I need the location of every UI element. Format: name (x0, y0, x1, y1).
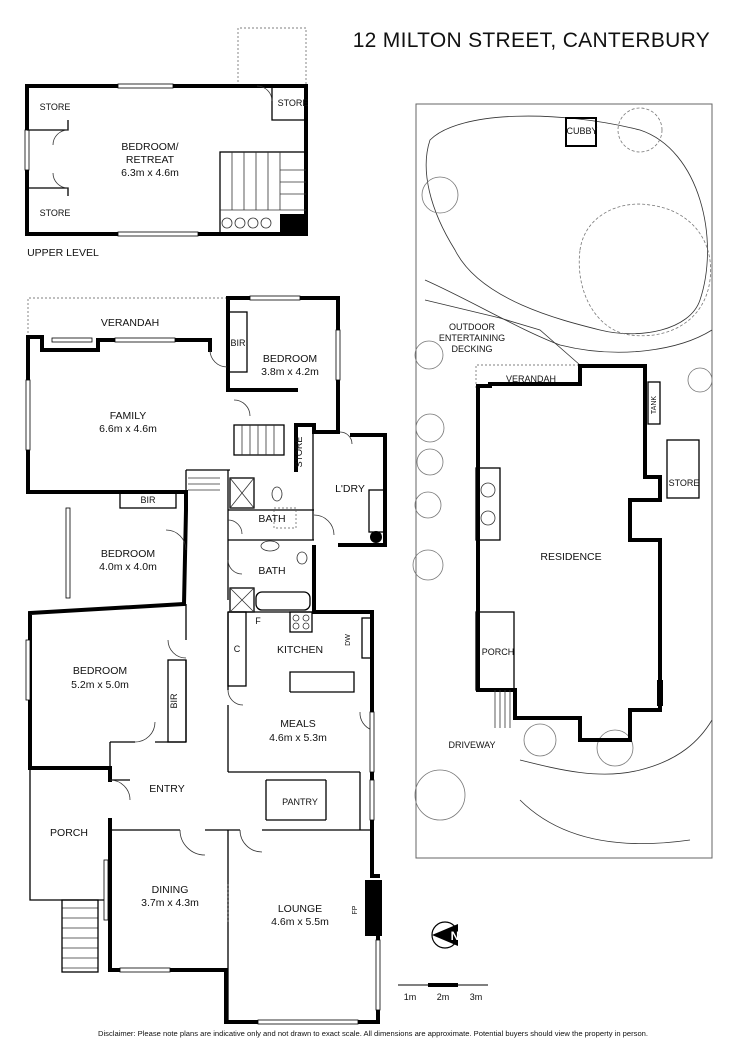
kitchen-label: KITCHEN (277, 644, 323, 656)
site-porch-label: PORCH (482, 647, 515, 657)
bir-label-3: BIR (169, 693, 179, 709)
site-store-label: STORE (669, 478, 700, 488)
residence-label: RESIDENCE (540, 551, 601, 563)
cubby-label: CUBBY (566, 126, 597, 136)
upper-store-label-2: STORE (278, 98, 309, 108)
family-room-size: 6.6m x 4.6m (99, 423, 157, 435)
bedroom-3-name: BEDROOM (73, 665, 127, 677)
dishwasher-label: DW (345, 634, 352, 646)
scale-label-3: 3m (470, 992, 483, 1002)
decking-label-2: ENTERTAINING (439, 333, 505, 343)
bath-1-label: BATH (258, 513, 285, 525)
fireplace-label: FP (352, 905, 359, 914)
lounge-name: LOUNGE (278, 903, 322, 915)
dining-size: 3.7m x 4.3m (141, 897, 199, 909)
compass: N (431, 921, 460, 949)
disclaimer-text: Disclaimer: Please note plans are indica… (98, 1029, 648, 1038)
porch-label: PORCH (50, 827, 88, 839)
tank-label: TANK (651, 396, 658, 414)
property-address-title: 12 MILTON STREET, CANTERBURY (353, 29, 710, 52)
verandah-label: VERANDAH (101, 317, 159, 329)
bath-2-label: BATH (258, 565, 285, 577)
compass-north-label: N (451, 929, 460, 943)
driveway-label: DRIVEWAY (448, 740, 495, 750)
bedroom-2-name: BEDROOM (101, 548, 155, 560)
decking-label-1: OUTDOOR (449, 322, 495, 332)
dining-name: DINING (152, 884, 189, 896)
bedroom-2-size: 4.0m x 4.0m (99, 561, 157, 573)
store-label: STORE (294, 437, 304, 468)
upper-store-label-3: STORE (40, 208, 71, 218)
site-verandah-label: VERANDAH (506, 374, 556, 384)
bedroom-3-size: 5.2m x 5.0m (71, 679, 129, 691)
ground-floor-plan: VERANDAH FAMILY 6.6m x 4.6m BIR BEDROOM … (25, 295, 387, 1025)
upper-bedroom-size: 6.3m x 4.6m (121, 167, 179, 179)
upper-store-label-1: STORE (40, 102, 71, 112)
family-room-name: FAMILY (110, 410, 147, 422)
bir-label-2: BIR (140, 495, 156, 505)
scale-label-1: 1m (404, 992, 417, 1002)
bedroom-1-size: 3.8m x 4.2m (261, 366, 319, 378)
lounge-size: 4.6m x 5.5m (271, 916, 329, 928)
meals-name: MEALS (280, 718, 316, 730)
upper-bedroom-name: BEDROOM/ (121, 141, 178, 153)
bedroom-1-name: BEDROOM (263, 353, 317, 365)
scale-label-2: 2m (437, 992, 450, 1002)
bir-label-1: BIR (230, 338, 246, 348)
site-plan: CUBBY OUTDOOR ENTERTAINING DECKING VERAN… (412, 103, 713, 859)
cupboard-label: C (234, 644, 241, 654)
decking-label-3: DECKING (451, 344, 492, 354)
meals-size: 4.6m x 5.3m (269, 732, 327, 744)
laundry-label: L'DRY (335, 483, 365, 495)
fridge-label: F (255, 616, 261, 626)
upper-level-plan: STORE STORE STORE BEDROOM/ RETREAT 6.3m … (24, 27, 309, 259)
pantry-label: PANTRY (282, 797, 318, 807)
entry-label: ENTRY (149, 783, 184, 795)
scale-bar: 1m 2m 3m (398, 983, 488, 1002)
upper-bedroom-name-2: RETREAT (126, 154, 175, 166)
upper-level-label: UPPER LEVEL (27, 247, 99, 259)
